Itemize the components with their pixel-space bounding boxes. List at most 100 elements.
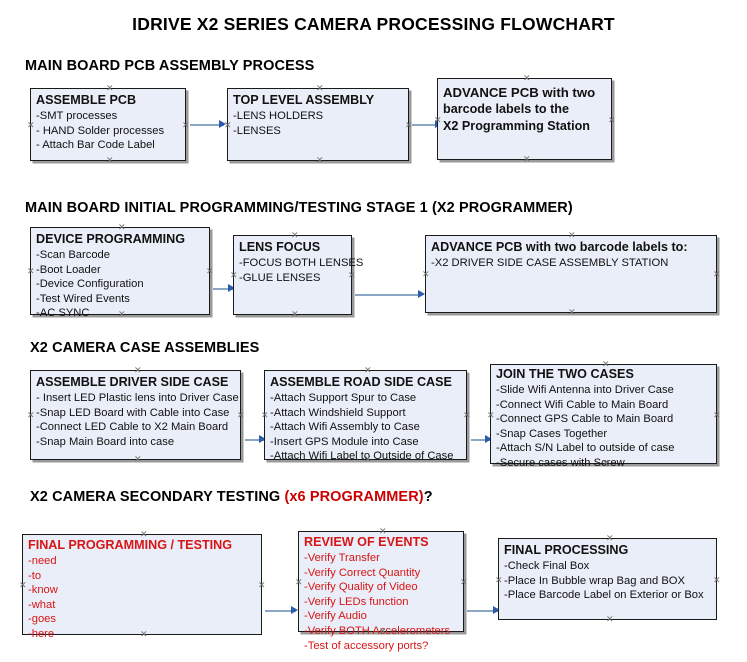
connector-handle-right[interactable]	[182, 122, 189, 129]
connector-device-programming-to-lens-focus	[213, 288, 235, 290]
connector-handle-right[interactable]	[460, 579, 467, 586]
node-title: ASSEMBLE DRIVER SIDE CASE	[36, 375, 229, 389]
connector-handle-right[interactable]	[463, 412, 470, 419]
connector-handle-left[interactable]	[434, 117, 441, 124]
node-item: -Attach Wifi Assembly to Case	[270, 421, 420, 434]
connector-handle-top[interactable]	[316, 85, 323, 92]
connector-handle-bottom[interactable]	[106, 157, 113, 164]
connector-handle-left[interactable]	[495, 577, 502, 584]
node-item: barcode labels to the	[443, 102, 569, 116]
connector-handle-bottom[interactable]	[140, 631, 147, 638]
connector-handle-top[interactable]	[602, 361, 609, 368]
connector-handle-top[interactable]	[291, 232, 298, 239]
connector-handle-right[interactable]	[237, 412, 244, 419]
section-heading-main-board-initial-programming-testing-stage-1: MAIN BOARD INITIAL PROGRAMMING/TESTING S…	[25, 200, 573, 216]
node-final-processing[interactable]: FINAL PROCESSING -Check Final Box -Place…	[498, 538, 717, 620]
node-top-level-assembly[interactable]: TOP LEVEL ASSEMBLY -LENS HOLDERS -LENSES	[227, 88, 409, 161]
connector-handle-right[interactable]	[608, 117, 615, 124]
node-item: -X2 DRIVER SIDE CASE ASSEMBLY STATION	[431, 257, 669, 269]
connector-handle-left[interactable]	[224, 122, 231, 129]
node-title: TOP LEVEL ASSEMBLY	[233, 93, 375, 107]
connector-lens-focus-to-advance-pcb-driver-side	[355, 294, 421, 296]
node-review-of-events[interactable]: REVIEW OF EVENTS -Verify Transfer -Verif…	[295, 528, 467, 652]
node-assemble-pcb[interactable]: ASSEMBLE PCB -SMT processes - HAND Solde…	[30, 88, 186, 161]
node-assemble-driver-side-case[interactable]: ASSEMBLE DRIVER SIDE CASE - Insert LED P…	[30, 370, 241, 460]
connector-handle-left[interactable]	[422, 271, 429, 278]
node-item: -need	[28, 555, 57, 567]
node-lens-focus[interactable]: LENS FOCUS -FOCUS BOTH LENSES -GLUE LENS…	[230, 232, 363, 318]
node-item: -Device Configuration	[36, 278, 144, 291]
connector-handle-left[interactable]	[27, 268, 34, 275]
connector-handle-bottom[interactable]	[364, 456, 371, 463]
node-item: -Snap Main Board into case	[36, 435, 175, 448]
node-item: -Boot Loader	[36, 263, 101, 276]
node-item: -Verify Quality of Video	[304, 581, 418, 594]
node-title: ASSEMBLE ROAD SIDE CASE	[270, 375, 452, 389]
connector-handle-bottom[interactable]	[379, 628, 386, 635]
connector-handle-top[interactable]	[106, 85, 113, 92]
node-device-programming[interactable]: DEVICE PROGRAMMING -Scan Barcode -Boot L…	[27, 224, 213, 319]
node-item-overflow: -Test of accessory ports?	[304, 639, 429, 652]
node-item: -Place In Bubble wrap Bag and BOX	[504, 574, 685, 587]
connector-handle-left[interactable]	[295, 579, 302, 586]
node-item: -what	[28, 598, 56, 611]
connector-handle-top[interactable]	[379, 528, 386, 535]
connector-handle-bottom[interactable]	[316, 157, 323, 164]
node-item: -Insert GPS Module into Case	[270, 435, 419, 448]
connector-handle-left[interactable]	[19, 582, 26, 589]
node-advance-pcb-to-x2-programming-station[interactable]: ADVANCE PCB with two barcode labels to t…	[437, 78, 612, 160]
connector-handle-top[interactable]	[140, 531, 147, 538]
connector-handle-bottom[interactable]	[118, 311, 125, 318]
connector-handle-top[interactable]	[364, 367, 371, 374]
connector-handle-top[interactable]	[118, 224, 125, 231]
node-item: -Attach Windshield Support	[270, 406, 406, 419]
node-join-the-two-cases[interactable]: JOIN THE TWO CASES -Slide Wifi Antenna i…	[487, 361, 720, 469]
node-item: -Verify Audio	[304, 610, 367, 623]
connector-handle-left[interactable]	[230, 272, 237, 279]
connector-handle-left[interactable]	[261, 412, 268, 419]
connector-handle-right[interactable]	[258, 582, 265, 589]
connector-handle-bottom[interactable]	[606, 616, 613, 623]
connector-handle-bottom[interactable]	[134, 456, 141, 463]
connector-handle-bottom[interactable]	[291, 311, 298, 318]
connector-handle-bottom[interactable]	[523, 156, 530, 163]
node-item: -LENS HOLDERS	[233, 110, 324, 122]
connector-handle-top[interactable]	[134, 367, 141, 374]
node-item: -Verify Correct Quantity	[304, 566, 421, 579]
section-heading-text: X2 CAMERA SECONDARY TESTING	[30, 489, 285, 505]
node-item: -Slide Wifi Antenna into Driver Case	[496, 384, 674, 396]
node-item: -Connect GPS Cable to Main Board	[496, 413, 674, 426]
node-title: DEVICE PROGRAMMING	[36, 232, 186, 246]
connector-handle-left[interactable]	[27, 412, 34, 419]
arrowhead-icon	[493, 606, 500, 614]
node-final-programming-testing[interactable]: FINAL PROGRAMMING / TESTING -need -to -k…	[19, 531, 265, 640]
node-title: ADVANCE PCB with two barcode labels to:	[431, 240, 688, 254]
connector-handle-bottom[interactable]	[568, 309, 575, 316]
connector-handle-right[interactable]	[713, 271, 720, 278]
connector-handle-top[interactable]	[568, 232, 575, 239]
node-assemble-road-side-case[interactable]: ASSEMBLE ROAD SIDE CASE -Attach Support …	[261, 367, 470, 463]
node-title: FINAL PROGRAMMING / TESTING	[28, 538, 233, 552]
connector-driver-side-to-road-side	[245, 439, 264, 441]
connector-review-of-events-to-final-processing	[467, 610, 498, 612]
node-title: ASSEMBLE PCB	[36, 93, 137, 107]
node-item: -Test Wired Events	[36, 292, 130, 305]
connector-handle-right[interactable]	[713, 412, 720, 419]
node-title: REVIEW OF EVENTS	[304, 535, 429, 549]
arrowhead-icon	[291, 606, 298, 614]
node-advance-pcb-to-driver-side-case-assembly[interactable]: ADVANCE PCB with two barcode labels to: …	[425, 235, 717, 313]
connector-handle-left[interactable]	[27, 122, 34, 129]
connector-handle-bottom[interactable]	[602, 460, 609, 467]
connector-handle-right[interactable]	[713, 577, 720, 584]
node-item: -Place Barcode Label on Exterior or Box	[504, 589, 704, 602]
connector-handle-right[interactable]	[206, 268, 213, 275]
node-item: -Check Final Box	[504, 560, 590, 572]
node-item: -know	[28, 584, 58, 597]
connector-handle-left[interactable]	[487, 412, 494, 419]
connector-handle-top[interactable]	[606, 535, 613, 542]
connector-handle-top[interactable]	[523, 75, 530, 82]
connector-handle-right[interactable]	[405, 122, 412, 129]
connector-handle-right[interactable]	[348, 272, 355, 279]
section-heading-x2-camera-case-assemblies: X2 CAMERA CASE ASSEMBLIES	[30, 340, 260, 356]
